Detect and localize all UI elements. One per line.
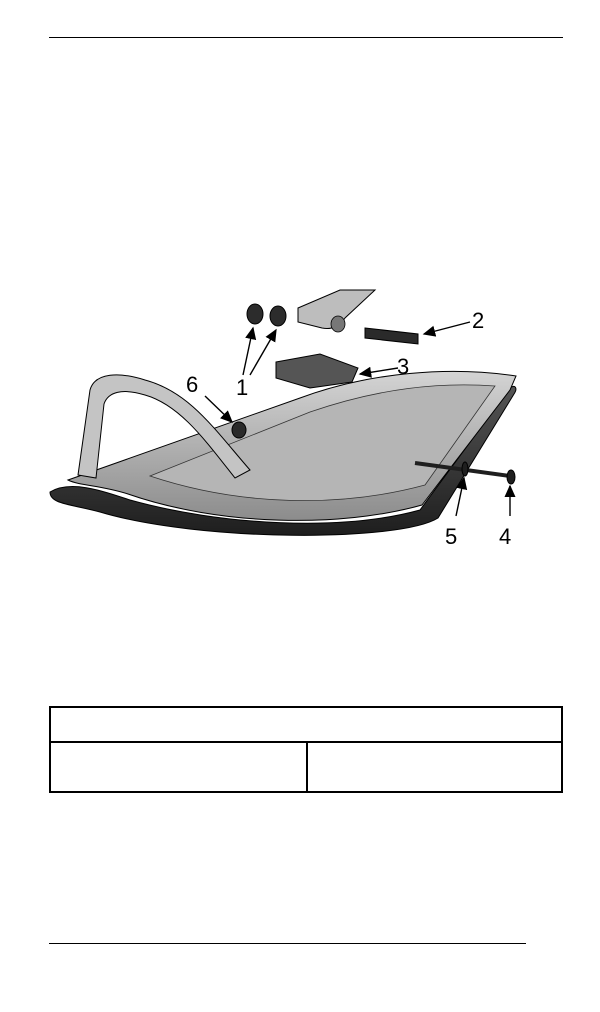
spec-table-header-text (51, 708, 561, 720)
spec-table (49, 706, 563, 793)
callout-arrow-3 (358, 366, 399, 378)
bolt-washer (461, 461, 469, 477)
spec-table-header (51, 708, 561, 743)
callout-label-5: 5 (445, 524, 457, 549)
spec-table-cell-left-text (51, 743, 306, 755)
ski-exploded-view-drawing: 1 2 3 4 5 6 (49, 289, 517, 549)
bushing-left (246, 303, 264, 325)
spindle-sleeve (364, 327, 419, 345)
callout-label-2: 2 (472, 308, 484, 333)
spec-table-cell-right (308, 743, 561, 791)
ski-handle (77, 374, 251, 479)
callout-label-1: 1 (236, 375, 248, 400)
bushing-right (269, 305, 287, 327)
spindle-hinge-hole (330, 315, 346, 333)
ski-runner (49, 385, 517, 536)
wear-pad (275, 353, 359, 389)
callout-arrow-5 (455, 476, 468, 517)
callout-arrow-1a (242, 326, 257, 376)
spec-table-cell-left (51, 743, 308, 791)
footer-rule (49, 943, 526, 944)
header-rule (49, 37, 563, 38)
callout-arrow-2 (422, 321, 471, 337)
callout-arrow-1b (249, 328, 277, 376)
bushing-small (231, 421, 247, 439)
callout-label-3: 3 (397, 354, 409, 379)
spec-table-cell-right-text (308, 743, 561, 755)
callout-label-4: 4 (499, 524, 511, 549)
callout-arrow-6 (204, 395, 234, 423)
callout-label-6: 6 (186, 372, 198, 397)
ski-exploded-view-figure: 1 2 3 4 5 6 (40, 280, 580, 560)
bolt-head (506, 469, 516, 485)
